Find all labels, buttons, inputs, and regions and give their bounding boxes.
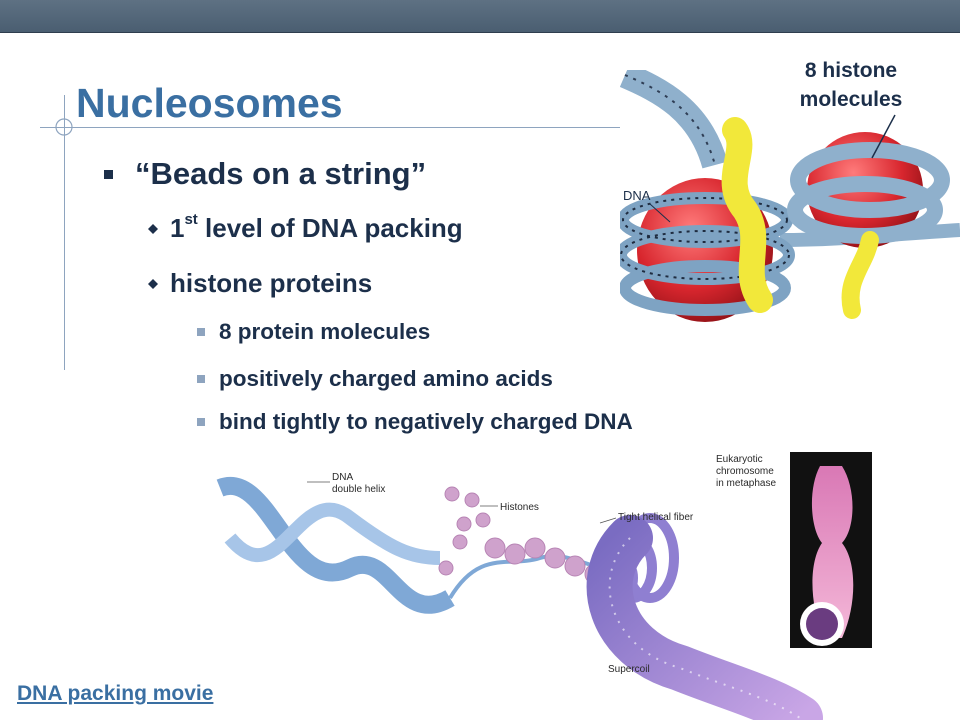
title-rule-vertical (64, 95, 65, 370)
histone-callout-line1: 8 histone (804, 59, 898, 82)
square-bullet-icon (104, 169, 113, 179)
chromosome-label-3: in metaphase (716, 478, 776, 489)
dna-callout: DNA (623, 188, 651, 203)
linker-histone (721, 117, 773, 313)
sub-bullet-1-text: 1st level of DNA packing (170, 211, 463, 243)
detail-bullet: bind tightly to negatively charged DNA (197, 409, 633, 435)
title-rule-horizontal (40, 127, 625, 128)
square-bullet-icon (197, 328, 205, 336)
supercoil-label: Supercoil (608, 664, 650, 675)
main-bullet-text: “Beads on a string” (135, 156, 427, 191)
sub-bullet-2: histone proteins (148, 268, 372, 299)
nucleosome-illustration: DNA (620, 70, 960, 332)
square-bullet-icon (197, 375, 205, 383)
diamond-bullet-icon (148, 223, 158, 234)
sub-bullet-2-text: histone proteins (170, 268, 373, 298)
detail-bullet-text: 8 protein molecules (219, 319, 431, 344)
double-helix (216, 476, 455, 614)
detail-bullet: positively charged amino acids (197, 366, 553, 392)
dna-packing-illustration: DNA double helix Histones Tight helical … (216, 452, 872, 720)
detail-bullet: 8 protein molecules (197, 319, 430, 345)
sub-bullet-1: 1st level of DNA packing (148, 211, 463, 244)
slide-title: Nucleosomes (76, 80, 343, 126)
square-bullet-icon (197, 418, 205, 426)
histones-label: Histones (500, 502, 539, 513)
fiber-label: Tight helical fiber (618, 512, 694, 523)
dna-helix-label: DNA (332, 472, 353, 483)
crosshair-circle-icon (55, 118, 73, 136)
top-banner (0, 0, 960, 33)
main-bullet: “Beads on a string” (104, 156, 426, 192)
diamond-bullet-icon (148, 278, 158, 289)
chromosome-label-1: Eukaryotic (716, 454, 763, 465)
histone-callout: 8 histone molecules (776, 56, 926, 114)
histone-callout-line2: molecules (799, 88, 903, 111)
detail-bullet-text: positively charged amino acids (219, 366, 553, 391)
supercoil (586, 515, 823, 720)
detail-bullet-text: bind tightly to negatively charged DNA (219, 409, 633, 434)
histone-bead (444, 486, 460, 502)
dna-helix-label-2: double helix (332, 484, 385, 495)
dna-packing-movie-link[interactable]: DNA packing movie (17, 682, 214, 705)
chromosome-label-2: chromosome (716, 466, 774, 477)
